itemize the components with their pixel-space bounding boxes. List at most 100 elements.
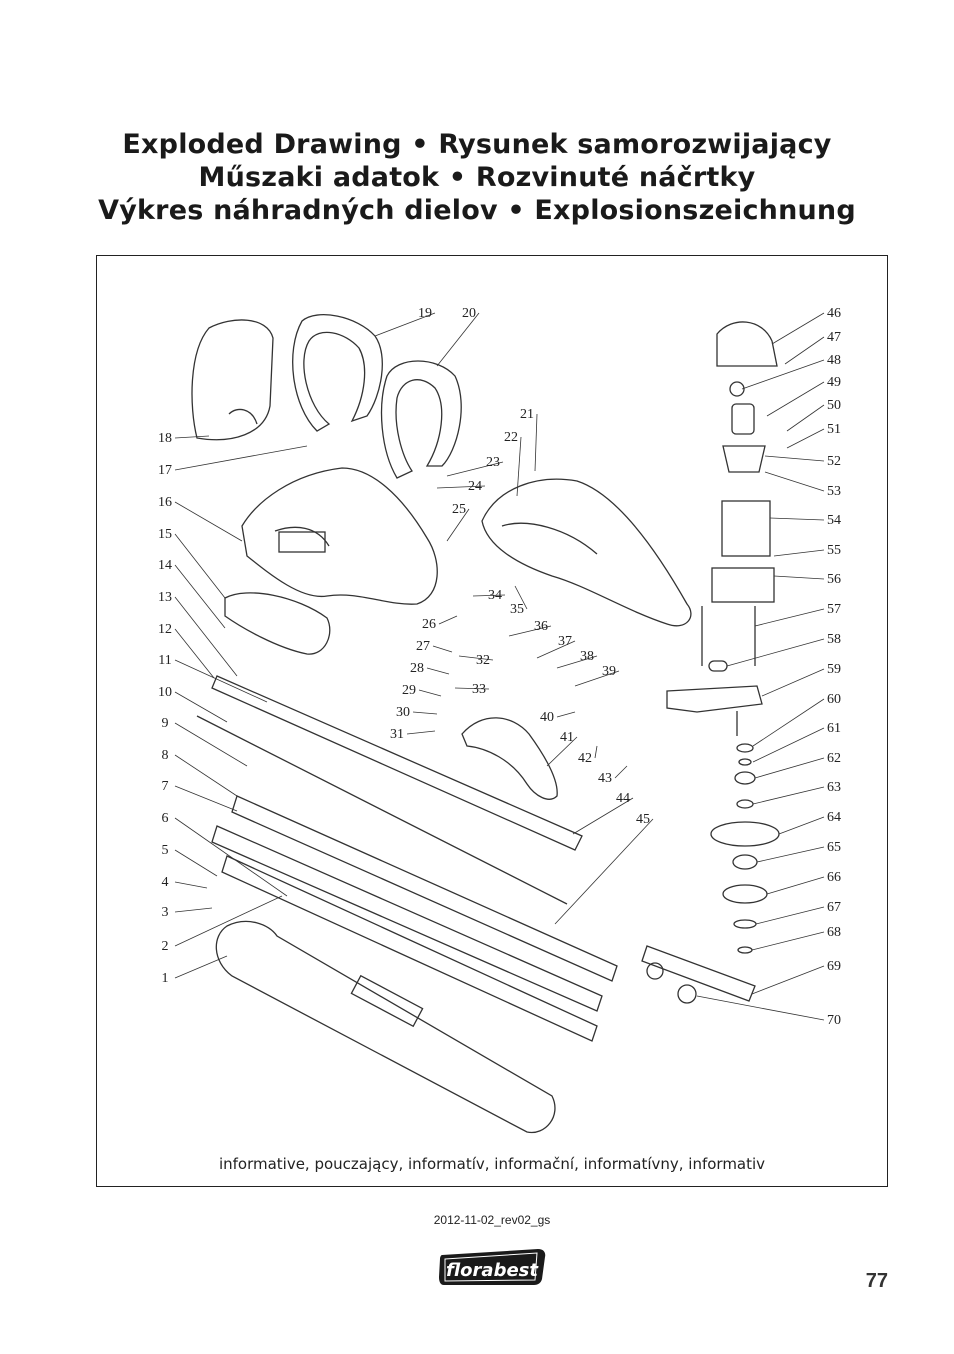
- leader-line-54: [769, 517, 825, 521]
- leader-line-37: [536, 640, 576, 659]
- part-label-50: 50: [827, 398, 841, 413]
- part-label-12: 12: [158, 622, 172, 637]
- leader-line-17: [174, 445, 308, 471]
- leader-line-62: [754, 757, 825, 779]
- leader-line-8: [174, 754, 238, 797]
- part-label-8: 8: [162, 748, 169, 763]
- part-label-33: 33: [472, 682, 486, 697]
- part-label-60: 60: [827, 692, 841, 707]
- part-label-45: 45: [636, 812, 650, 827]
- leader-line-24: [436, 485, 486, 489]
- leader-line-5: [174, 849, 218, 877]
- part-label-20: 20: [462, 306, 476, 321]
- part-label-49: 49: [827, 375, 841, 390]
- part-label-14: 14: [158, 558, 172, 573]
- leader-line-58: [726, 638, 825, 667]
- leader-line-34: [472, 594, 506, 597]
- part-label-31: 31: [390, 727, 404, 742]
- leader-line-14: [174, 564, 226, 629]
- leader-line-35: [514, 585, 528, 610]
- part-label-66: 66: [827, 870, 841, 885]
- leader-line-52: [764, 455, 825, 462]
- leader-line-40: [556, 711, 576, 718]
- leader-line-46: [771, 312, 825, 345]
- leader-line-38: [556, 655, 598, 669]
- leader-line-65: [756, 846, 825, 863]
- leader-line-4: [174, 881, 208, 889]
- leader-line-28: [426, 667, 450, 675]
- part-label-11: 11: [158, 653, 171, 668]
- part-label-9: 9: [162, 716, 169, 731]
- leader-line-36: [508, 625, 552, 637]
- part-label-28: 28: [410, 661, 424, 676]
- part-label-70: 70: [827, 1013, 841, 1028]
- part-label-25: 25: [452, 502, 466, 517]
- leader-line-33: [454, 687, 490, 690]
- part-label-43: 43: [598, 771, 612, 786]
- leader-line-51: [786, 428, 825, 449]
- part-label-65: 65: [827, 840, 841, 855]
- page-title: Exploded Drawing • Rysunek samorozwijają…: [0, 128, 954, 227]
- leader-line-11: [174, 659, 268, 703]
- part-label-34: 34: [488, 588, 502, 603]
- part-label-22: 22: [504, 430, 518, 445]
- leader-line-66: [766, 876, 825, 895]
- leader-line-27: [432, 645, 453, 653]
- part-label-64: 64: [827, 810, 841, 825]
- part-label-2: 2: [162, 939, 169, 954]
- leader-line-12: [174, 628, 215, 679]
- leader-line-6: [174, 817, 288, 897]
- part-label-19: 19: [418, 306, 432, 321]
- leader-line-26: [438, 615, 458, 625]
- leader-line-16: [174, 501, 243, 542]
- leader-line-48: [741, 359, 825, 390]
- leader-line-67: [755, 906, 825, 925]
- leader-line-10: [174, 691, 228, 723]
- part-label-63: 63: [827, 780, 841, 795]
- part-label-46: 46: [827, 306, 841, 321]
- part-label-53: 53: [827, 484, 841, 499]
- leader-line-60: [752, 698, 825, 747]
- leader-line-25: [446, 508, 470, 542]
- leader-line-29: [418, 689, 442, 697]
- leader-line-7: [174, 785, 238, 812]
- leader-line-15: [174, 533, 226, 599]
- part-label-59: 59: [827, 662, 841, 677]
- logo-text: florabest: [446, 1260, 539, 1281]
- title-line-1: Exploded Drawing • Rysunek samorozwijają…: [122, 129, 832, 160]
- part-label-7: 7: [162, 779, 169, 794]
- part-label-37: 37: [558, 634, 572, 649]
- part-label-15: 15: [158, 527, 172, 542]
- leader-line-39: [574, 670, 620, 687]
- part-label-67: 67: [827, 900, 841, 915]
- part-label-10: 10: [158, 685, 172, 700]
- part-label-26: 26: [422, 617, 436, 632]
- part-label-44: 44: [616, 791, 630, 806]
- part-label-6: 6: [162, 811, 169, 826]
- part-label-5: 5: [162, 843, 169, 858]
- leader-line-44: [572, 797, 634, 835]
- part-label-47: 47: [827, 330, 841, 345]
- leader-line-59: [761, 668, 825, 697]
- leader-line-64: [778, 816, 825, 835]
- leader-line-49: [766, 381, 825, 417]
- revision-code: 2012-11-02_rev02_gs: [433, 1213, 551, 1227]
- part-label-29: 29: [402, 683, 416, 698]
- part-label-62: 62: [827, 751, 841, 766]
- part-label-61: 61: [827, 721, 841, 736]
- leader-line-43: [614, 765, 628, 779]
- leader-line-69: [751, 965, 825, 995]
- part-label-38: 38: [580, 649, 594, 664]
- leader-line-2: [174, 895, 283, 947]
- part-label-55: 55: [827, 543, 841, 558]
- part-label-54: 54: [827, 513, 841, 528]
- leader-line-31: [406, 730, 436, 735]
- part-label-68: 68: [827, 925, 841, 940]
- part-label-16: 16: [158, 495, 172, 510]
- part-label-69: 69: [827, 959, 841, 974]
- leader-line-56: [773, 575, 825, 580]
- leader-line-55: [773, 549, 825, 557]
- part-label-13: 13: [158, 590, 172, 605]
